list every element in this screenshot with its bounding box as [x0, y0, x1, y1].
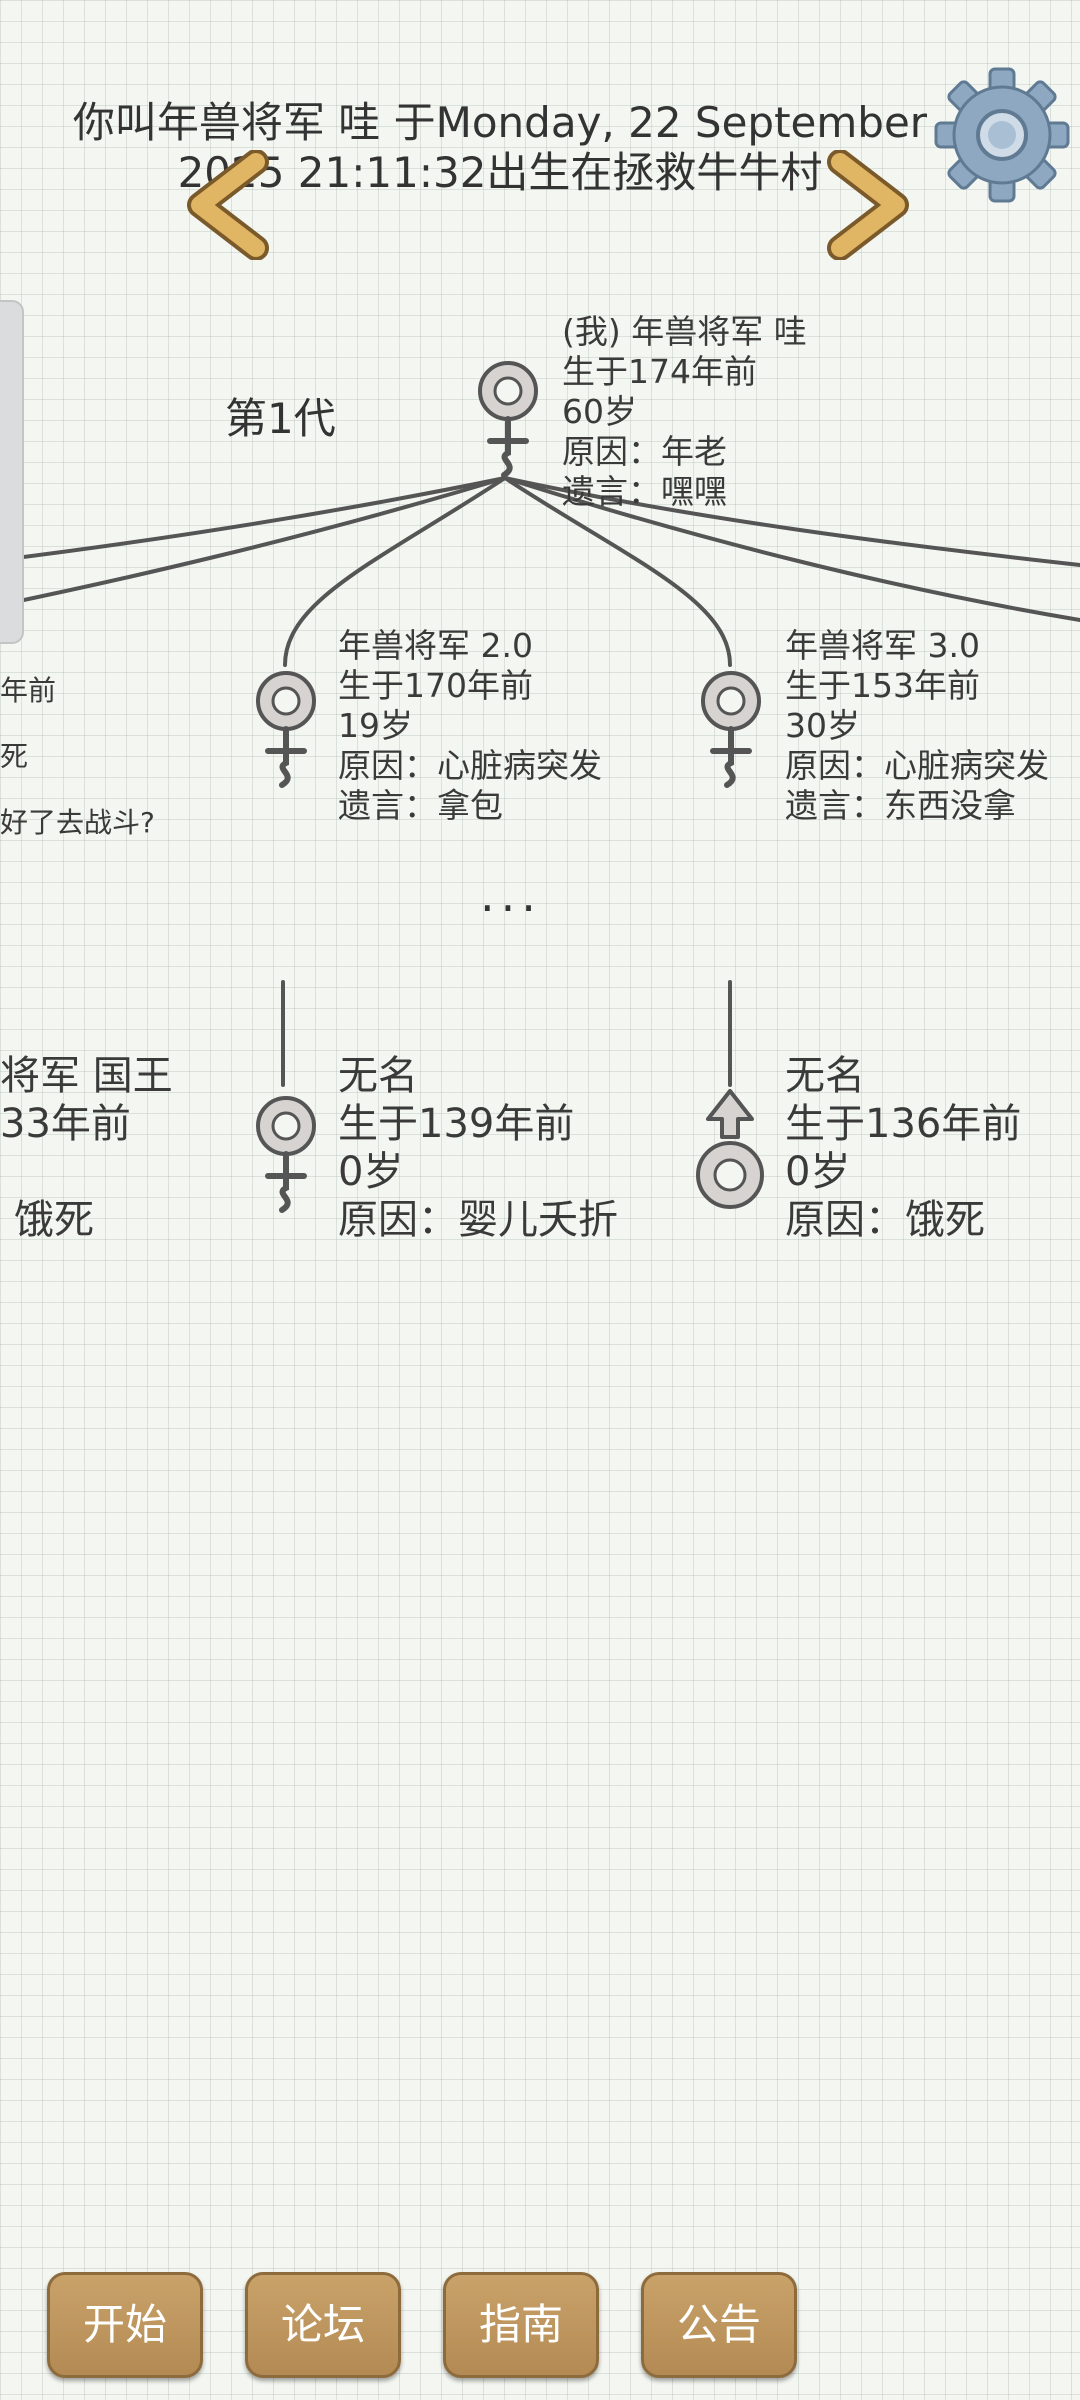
- gear-icon: [934, 67, 1070, 203]
- title-line-2: 2025 21:11:32出生在拯救牛牛村: [177, 148, 823, 197]
- root-person-symbol[interactable]: [470, 355, 546, 479]
- left-partial2-info: 将军 国王 33年前 . 饿死: [0, 1052, 173, 1244]
- grandchild1-symbol[interactable]: [248, 1090, 324, 1214]
- person-name: (我) 年兽将军 哇: [562, 312, 807, 351]
- person-age: 0岁: [338, 1149, 404, 1195]
- child1-symbol[interactable]: [248, 665, 324, 789]
- person-will: 遗言：嘿嘿: [562, 472, 727, 511]
- child2-info: 年兽将军 3.0 生于153年前 30岁 原因：心脏病突发 遗言：东西没拿: [785, 626, 1049, 826]
- side-drawer-handle[interactable]: [0, 300, 24, 644]
- person-born: 生于139年前: [338, 1101, 575, 1147]
- person-age: 30岁: [785, 706, 860, 745]
- person-age: 60岁: [562, 392, 637, 431]
- chevron-right-icon: [827, 149, 909, 261]
- person-will: 好了去战斗?: [0, 806, 155, 839]
- family-tree-lines: [0, 476, 1080, 1087]
- root-person-info: (我) 年兽将军 哇 生于174年前 60岁 原因：年老 遗言：嘿嘿: [562, 312, 807, 512]
- tab-announcement[interactable]: 公告: [641, 2272, 797, 2378]
- birth-info-title: 你叫年兽将军 哇 于Monday, 22 September 2025 21:1…: [60, 98, 940, 198]
- person-cause: 原因：婴儿夭折: [338, 1197, 618, 1243]
- person-age: 19岁: [338, 706, 413, 745]
- tab-guide[interactable]: 指南: [443, 2272, 599, 2378]
- person-name: 无名: [338, 1053, 418, 1099]
- person-cause: 原因：心脏病突发: [785, 746, 1049, 785]
- person-born: 33年前: [0, 1101, 131, 1147]
- male-symbol-icon: [696, 1089, 764, 1209]
- settings-button[interactable]: [932, 65, 1072, 205]
- title-line-1: 你叫年兽将军 哇 于Monday, 22 September: [72, 98, 928, 147]
- grandchild2-info: 无名 生于136年前 0岁 原因：饿死: [785, 1052, 1021, 1244]
- left-partial-info: 年前 死 好了去战斗?: [0, 658, 155, 856]
- person-born: 年前: [0, 674, 57, 707]
- tab-forum[interactable]: 论坛: [245, 2272, 401, 2378]
- person-name: 年兽将军 2.0: [338, 626, 533, 665]
- person-cause: 死: [0, 740, 29, 773]
- more-generations-ellipsis[interactable]: ...: [480, 868, 542, 922]
- person-cause: 原因：年老: [562, 432, 727, 471]
- person-will: 遗言：东西没拿: [785, 786, 1016, 825]
- person-name: 年兽将军 3.0: [785, 626, 980, 665]
- person-age: 0岁: [785, 1149, 851, 1195]
- person-cause: 饿死: [14, 1197, 94, 1243]
- person-cause: 原因：饿死: [785, 1197, 985, 1243]
- person-name: 无名: [785, 1053, 865, 1099]
- child2-symbol[interactable]: [693, 665, 769, 789]
- generation-label: 第1代: [225, 394, 336, 443]
- female-symbol-icon: [701, 671, 761, 788]
- person-born: 生于136年前: [785, 1101, 1022, 1147]
- person-name: 将军 国王: [0, 1053, 173, 1099]
- person-born: 生于170年前: [338, 666, 533, 705]
- female-symbol-icon: [478, 361, 538, 478]
- person-cause: 原因：心脏病突发: [338, 746, 602, 785]
- chevron-left-icon: [187, 149, 269, 261]
- person-born: 生于153年前: [785, 666, 980, 705]
- tab-start[interactable]: 开始: [47, 2272, 203, 2378]
- bottom-tab-bar: 开始 论坛 指南 公告: [0, 2272, 1080, 2378]
- previous-button[interactable]: [178, 149, 288, 261]
- person-will: 遗言：拿包: [338, 786, 503, 825]
- female-symbol-icon: [256, 1096, 316, 1213]
- child1-info: 年兽将军 2.0 生于170年前 19岁 原因：心脏病突发 遗言：拿包: [338, 626, 602, 826]
- person-born: 生于174年前: [562, 352, 757, 391]
- next-button[interactable]: [808, 149, 918, 261]
- grandchild2-symbol[interactable]: [690, 1085, 770, 1215]
- grandchild1-info: 无名 生于139年前 0岁 原因：婴儿夭折: [338, 1052, 618, 1244]
- female-symbol-icon: [256, 671, 316, 788]
